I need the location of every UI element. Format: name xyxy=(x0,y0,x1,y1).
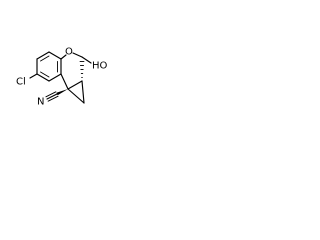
oxygen-carbon-bond xyxy=(72,52,83,58)
triple-bond-line-3 xyxy=(47,95,59,102)
ring-double-bond-1 xyxy=(40,55,50,62)
ring-bond-2 xyxy=(48,51,62,60)
solid-wedge-bond xyxy=(56,89,68,96)
hydroxyl-label: HO xyxy=(92,61,108,72)
ether-oxygen-label: O xyxy=(65,47,73,58)
ring-double-bond-3 xyxy=(40,71,50,78)
chloro-bond xyxy=(29,73,38,79)
nitrile-triple-bond xyxy=(45,91,59,102)
cyclopropane-bond-3 xyxy=(67,88,85,104)
triple-bond-line-2 xyxy=(45,91,57,98)
ring-bond-4 xyxy=(48,73,62,82)
cyclopropane-bond-2 xyxy=(81,80,85,104)
hydroxyl-bond xyxy=(81,56,92,64)
aryl-oxygen-bond xyxy=(60,54,67,60)
hashed-wedge-bond xyxy=(79,61,85,78)
benzene-ring xyxy=(36,51,62,82)
chloro-label: Cl xyxy=(16,77,26,88)
molecule-canvas: Cl O HO N xyxy=(0,0,152,152)
triple-bond-line-1 xyxy=(46,93,58,100)
ring-bond-5 xyxy=(36,73,50,82)
cyclopropane-ring xyxy=(67,80,85,104)
cyclopropane-bond-1 xyxy=(67,80,83,90)
ring-bond-1 xyxy=(36,51,50,60)
nitrile-nitrogen-label: N xyxy=(37,97,44,108)
aryl-cyclopropyl-bond xyxy=(60,73,69,90)
chemical-structure: Cl O HO N xyxy=(16,47,108,108)
